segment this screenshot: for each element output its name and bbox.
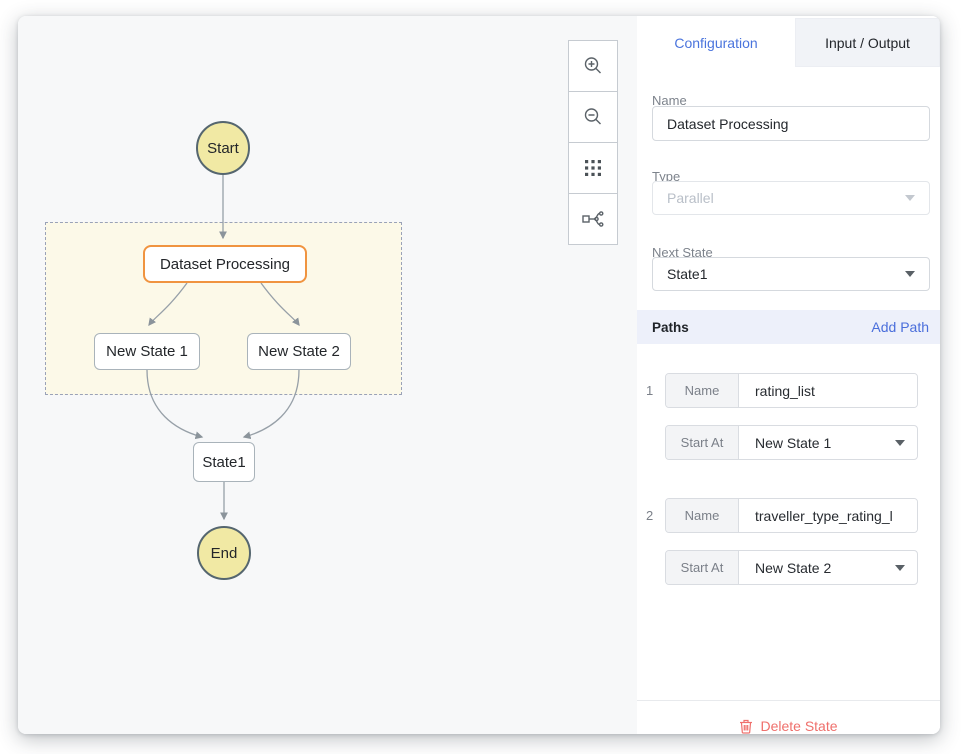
next-state-select[interactable]: State1 [652,257,930,291]
edge-newstate1-to-state1 [146,369,204,440]
chevron-down-icon [905,271,915,277]
chevron-down-icon [895,439,905,446]
type-select: Parallel [652,181,930,215]
path-2-name-input[interactable] [739,499,917,532]
path-2-start-at-label: Start At [666,551,739,584]
edge-dataset-to-newstate1 [148,282,188,327]
node-start-label: Start [207,139,239,157]
canvas-toolbar [568,40,618,245]
zoom-in-button[interactable] [569,41,617,91]
config-panel: Configuration Input / Output Name Type P… [637,16,940,734]
edge-newstate2-to-state1 [242,369,300,440]
delete-state-label: Delete State [760,718,838,734]
type-select-value: Parallel [667,190,714,206]
add-path-link[interactable]: Add Path [871,319,929,335]
node-new-state-2[interactable]: New State 2 [247,333,351,370]
path-2-name-label: Name [666,499,739,532]
footer-divider [637,700,940,701]
node-start[interactable]: Start [196,121,250,175]
node-dataset-processing[interactable]: Dataset Processing [143,245,307,283]
grid-button[interactable] [569,142,617,193]
zoom-out-button[interactable] [569,91,617,142]
path-2-name-group: Name [665,498,918,533]
path-1-name-group: Name [665,373,918,408]
type-field-label: Type [652,169,681,184]
path-1-start-at-value: New State 1 [755,434,832,451]
name-input[interactable] [652,106,930,141]
path-2-start-at-select[interactable]: Start At New State 2 [665,550,918,585]
zoom-out-icon [584,108,601,125]
edges-layer [146,175,300,521]
name-field-label: Name [652,93,687,108]
node-new-state-1-label: New State 1 [106,343,188,360]
path-2-index: 2 [646,508,654,523]
next-state-select-value: State1 [667,266,708,282]
node-dataset-label: Dataset Processing [159,255,291,273]
next-state-field-label: Next State [652,245,713,260]
node-state1-label: State1 [202,453,246,471]
node-end[interactable]: End [197,526,251,580]
tab-configuration[interactable]: Configuration [637,18,795,67]
auto-layout-icon [582,211,604,227]
node-end-label: End [210,544,238,562]
path-1-start-at-label: Start At [666,426,739,459]
path-1-index: 1 [646,383,654,398]
tab-configuration-label: Configuration [674,34,758,51]
path-2-start-at-value: New State 2 [755,559,832,576]
path-1-name-label: Name [666,374,739,407]
chevron-down-icon [895,564,905,571]
path-1-start-at-select[interactable]: Start At New State 1 [665,425,918,460]
trash-icon [740,719,753,734]
node-new-state-2-label: New State 2 [258,343,340,360]
zoom-in-icon [584,57,601,74]
tab-input-output-label: Input / Output [825,34,910,51]
paths-title: Paths [652,319,689,335]
chevron-down-icon [905,195,915,201]
diagram-canvas[interactable]: Start Dataset Processing New State 1 New… [18,16,637,734]
edge-dataset-to-newstate2 [260,282,300,327]
auto-layout-button[interactable] [569,193,617,244]
node-new-state-1[interactable]: New State 1 [94,333,200,370]
paths-header: Paths Add Path [637,310,940,344]
path-1-name-input[interactable] [739,374,917,407]
grid-icon [585,160,601,176]
tab-input-output[interactable]: Input / Output [795,18,940,67]
node-state1[interactable]: State1 [193,442,255,482]
workflow-editor-window: Start Dataset Processing New State 1 New… [18,16,940,734]
delete-state-button[interactable]: Delete State [637,710,940,734]
